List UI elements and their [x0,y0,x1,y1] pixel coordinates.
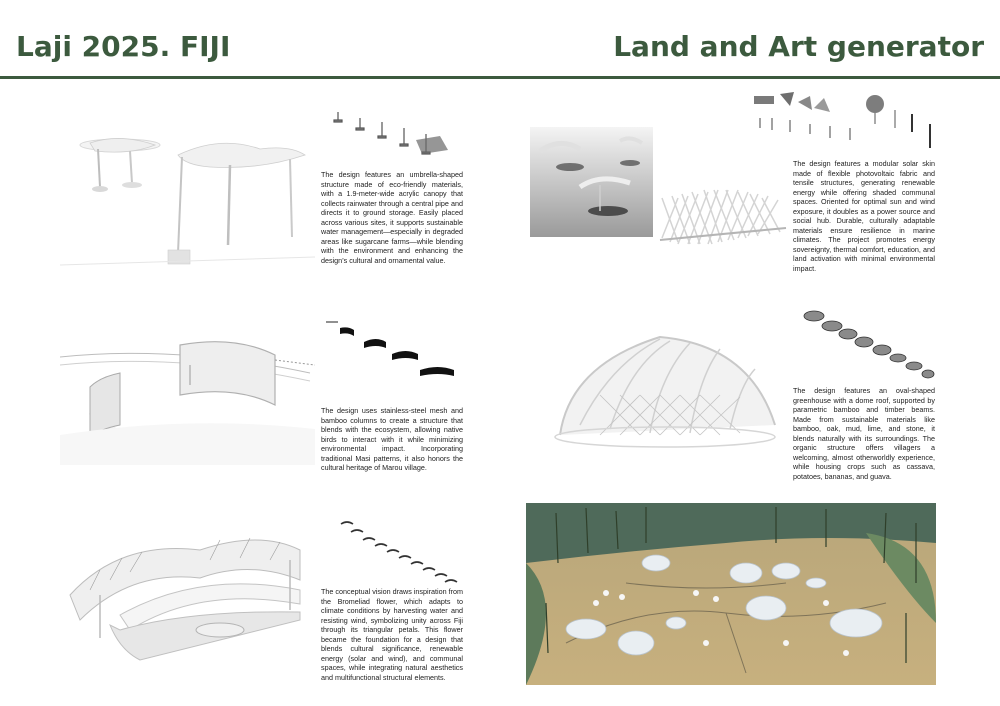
page-title-right: Land and Art generator [613,30,984,63]
project-mesh-wall-description: The design uses stainless-steel mesh and… [321,406,463,472]
project-umbrella-description: The design features an umbrella-shaped s… [321,170,463,265]
greenhouse-dome-render [540,325,785,455]
solar-canopy-render [530,127,653,237]
header-divider [0,76,1000,79]
mesh-wall-render [60,325,315,465]
solar-skin-diagram-row [750,88,935,153]
greenhouse-sequence-diagram [800,306,935,381]
page-title-left: Laji 2025. FIJI [16,30,231,63]
project-bromeliad-description: The conceptual vision draws inspiration … [321,587,463,682]
site-aerial-render [526,503,936,685]
mesh-wall-sequence-diagram [320,318,460,388]
project-solar-skin-description: The design features a modular solar skin… [793,159,935,273]
solar-lattice-structure-render [658,178,788,258]
project-greenhouse-description: The design features an oval-shaped green… [793,386,935,481]
umbrella-canopy-render [60,125,315,275]
bromeliad-petal-sequence-diagram [335,518,460,586]
umbrella-sequence-diagram [330,100,460,162]
bromeliad-pavilion-render [60,520,315,670]
